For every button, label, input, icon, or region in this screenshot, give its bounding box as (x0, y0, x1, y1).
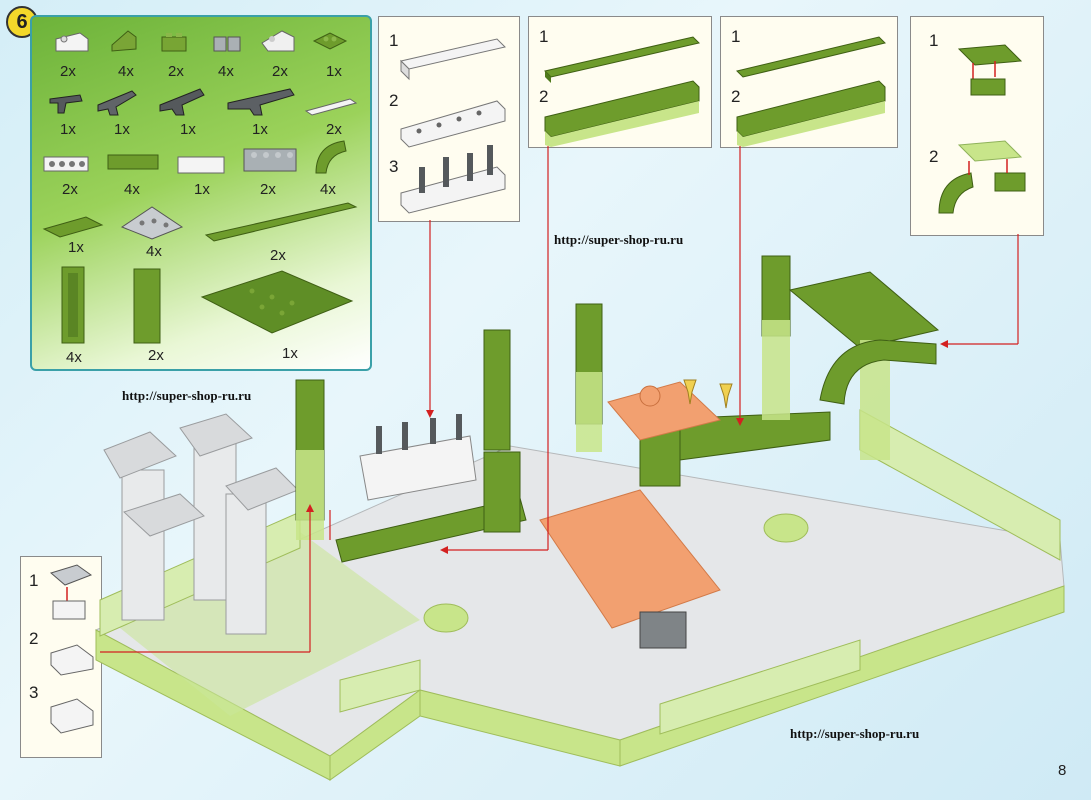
step-label: 1 (929, 31, 939, 50)
parts-illustrations (42, 30, 358, 344)
green-tile-1x4-icon (42, 216, 104, 238)
gun-pistol-icon (49, 94, 83, 114)
arch-assembly-illustration (938, 44, 1026, 214)
part-qty: 4x (320, 181, 336, 198)
part-qty: 1x (180, 121, 196, 138)
green-plate-1x12-icon (204, 202, 358, 242)
watermark-url: http://super-shop-ru.ru (790, 726, 920, 741)
callout-arrows (100, 146, 1019, 653)
green-arch (819, 339, 937, 405)
part-qty: 2x (272, 63, 288, 80)
parts-list-panel: 2x 4x 2x 4x 2x 1x 1x 1x 1x 1x 2x 2x 4x 1… (30, 15, 372, 371)
part-qty: 1x (60, 121, 76, 138)
step-label: 3 (29, 683, 39, 702)
step-label: 1 (731, 27, 741, 46)
white-plate-1x4-icon (304, 98, 358, 116)
step-label: 3 (389, 157, 399, 176)
slope-assembly-illustration (49, 564, 94, 734)
substep-box-plates-b: 1 2 (720, 16, 898, 148)
gun-rifle-icon (97, 90, 137, 116)
gun-rack (359, 414, 477, 501)
white-slope-2x2-icon (261, 30, 295, 52)
white-brick-1x3-icon (177, 156, 225, 174)
watermark-url: http://super-shop-ru.ru (122, 388, 252, 403)
green-tall-brick-icon (61, 266, 85, 344)
part-qty: 4x (146, 243, 162, 260)
substep-box-arch: 1 2 (910, 16, 1044, 236)
substep-box-slope: 1 2 3 (20, 556, 102, 758)
step-label: 2 (29, 629, 39, 648)
round-plate (763, 513, 809, 543)
gray-wedge-plate-icon (120, 206, 184, 240)
part-qty: 2x (62, 181, 78, 198)
part-qty: 1x (194, 181, 210, 198)
green-arch-icon (315, 140, 347, 174)
part-qty: 1x (68, 239, 84, 256)
step-label: 2 (539, 87, 549, 106)
step-label: 2 (389, 91, 399, 110)
part-qty: 2x (326, 121, 342, 138)
gray-brick-2x4-icon (243, 148, 297, 172)
part-qty: 1x (282, 345, 298, 362)
step-label: 1 (389, 31, 399, 50)
plates-a-illustration (544, 36, 700, 147)
white-slope-brick-icon (55, 32, 89, 52)
part-qty: 2x (270, 247, 286, 264)
gun-assault-icon (159, 88, 205, 116)
round-plate (423, 603, 469, 633)
part-qty: 4x (66, 349, 82, 366)
part-qty: 4x (124, 181, 140, 198)
part-qty: 1x (326, 63, 342, 80)
part-qty: 2x (148, 347, 164, 364)
part-qty: 1x (252, 121, 268, 138)
green-walls (295, 255, 940, 563)
green-baseplate-8x8-icon (200, 270, 354, 334)
green-brick-1x3-icon (107, 154, 159, 170)
white-technic-brick-icon (43, 156, 89, 172)
substep-box-plates-a: 1 2 (528, 16, 712, 148)
watchtowers (103, 413, 299, 635)
arrow-heads (306, 340, 948, 554)
green-tall-brick-wide-icon (133, 268, 161, 344)
plates-b-illustration (736, 36, 886, 147)
green-brick-1x2-icon (161, 33, 187, 52)
part-qty: 1x (114, 121, 130, 138)
green-slope-brick-icon (111, 30, 137, 52)
orange-stairs (539, 381, 722, 629)
step-label: 2 (929, 147, 939, 166)
part-qty: 2x (168, 63, 184, 80)
page-number: 8 (1058, 762, 1067, 779)
part-qty: 2x (60, 63, 76, 80)
gun-long-rifle-icon (227, 88, 295, 116)
step-label: 2 (731, 87, 741, 106)
step-label: 1 (29, 571, 39, 590)
substep-box-guns: 1 2 3 (378, 16, 520, 222)
gray-brick (639, 611, 687, 649)
guns-assembly-illustration (400, 38, 506, 214)
watermark-url: http://super-shop-ru.ru (554, 232, 684, 247)
goblets (683, 379, 733, 409)
part-qty: 2x (260, 181, 276, 198)
gray-brick-1x1-icon (213, 36, 241, 52)
step-label: 1 (539, 27, 549, 46)
orange-dome (639, 385, 661, 407)
part-qty: 4x (118, 63, 134, 80)
part-qty: 4x (218, 63, 234, 80)
green-plate-2x2-icon (312, 32, 348, 50)
